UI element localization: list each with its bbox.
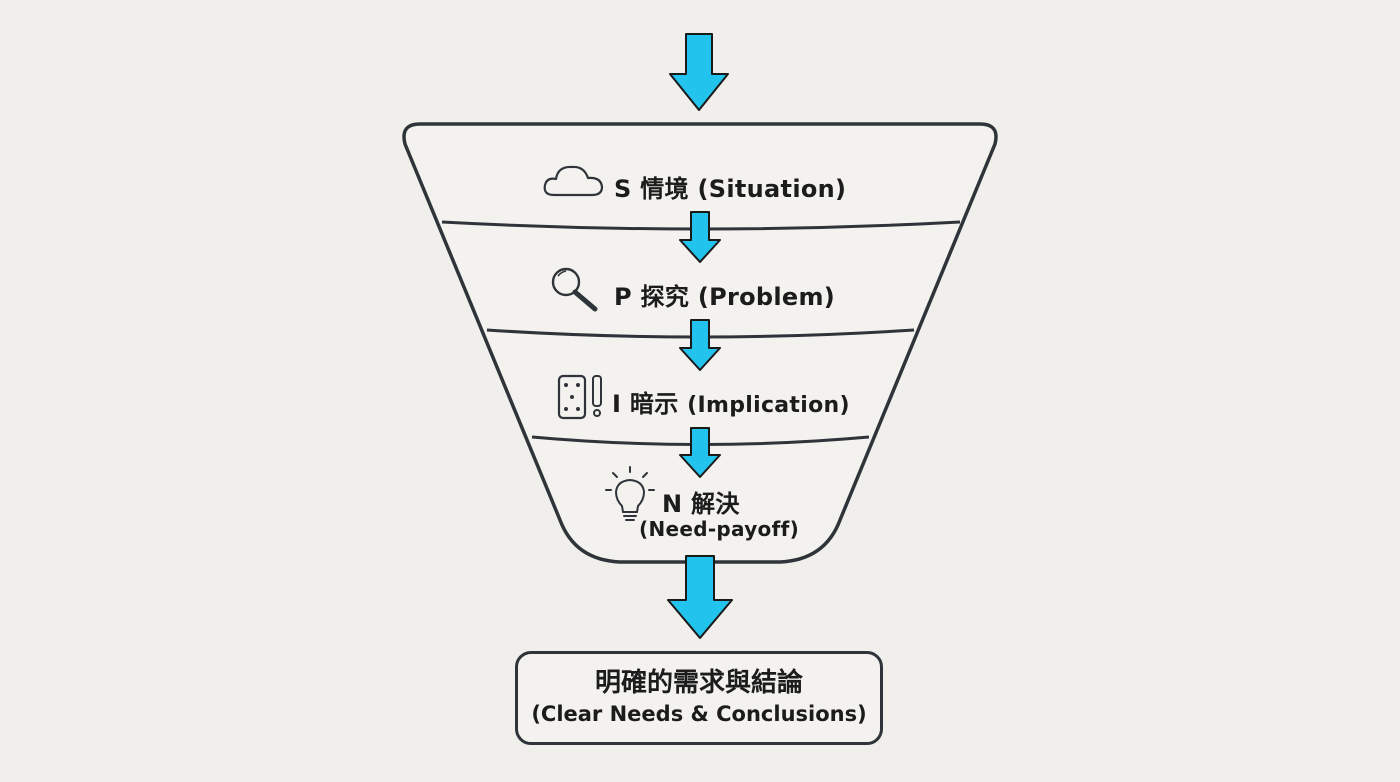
stage-need-payoff-name-en: (Need-payoff) [639,517,800,541]
arrow-i-to-n [679,427,721,478]
stage-implication-label: I 暗示 (Implication) [612,384,850,419]
arrow-p-to-i [679,319,721,371]
result-title-zh: 明確的需求與結論 [594,668,803,698]
stage-situation-label: S 情境 (Situation) [614,169,846,204]
dice-alert-icon [557,374,602,420]
stage-need-payoff-name-zh: 解決 [691,490,740,518]
result-title-en: (Clear Needs & Conclusions) [531,702,867,726]
stage-problem-label: P 探究 (Problem) [614,277,835,312]
lightbulb-icon [605,466,655,521]
arrow-entry [669,33,729,111]
stage-situation-name-en: (Situation) [697,175,847,203]
stage-situation-letter: S [614,175,632,203]
stage-need-payoff-letter: N [662,490,683,518]
stage-implication-name-en: (Implication) [687,393,850,418]
stage-situation-name-zh: 情境 [640,175,689,203]
cloud-icon [543,165,604,197]
arrow-s-to-p [679,211,721,263]
stage-implication-name-zh: 暗示 [629,390,679,418]
stage-problem-name-zh: 探究 [640,283,690,311]
result-box: 明確的需求與結論 (Clear Needs & Conclusions) [515,651,883,745]
arrow-exit [667,555,733,639]
stage-problem-letter: P [614,283,632,311]
stage-problem-name-en: (Problem) [697,283,836,311]
stage-need-payoff-label: N 解決 [662,484,740,519]
stage-implication-letter: I [612,390,622,418]
magnifier-icon [551,267,598,312]
